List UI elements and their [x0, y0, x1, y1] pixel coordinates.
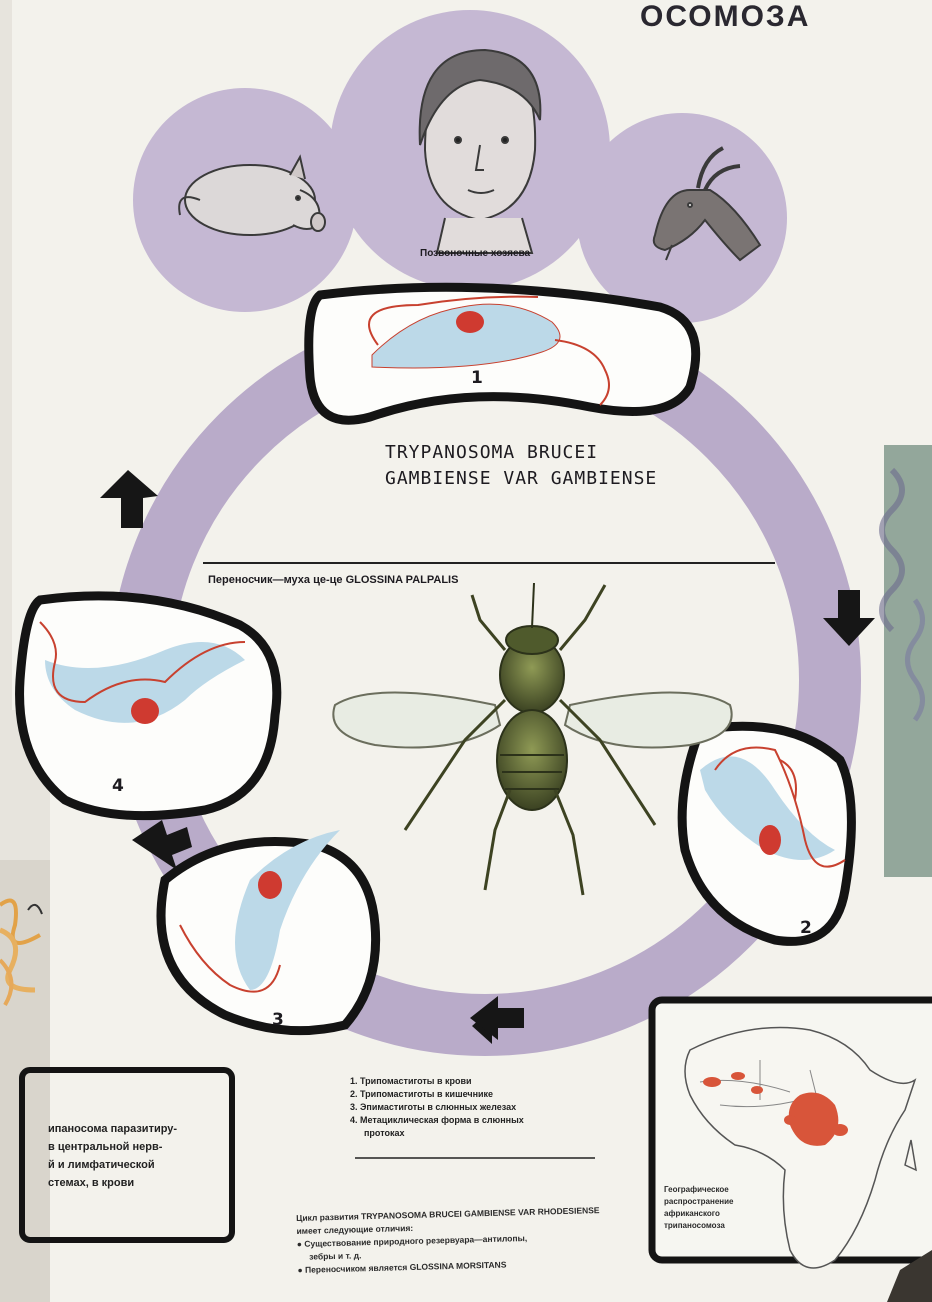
legend-item: 4. Метациклическая форма в слюнных	[350, 1114, 524, 1127]
legend-item: 1. Трипомастиготы в крови	[350, 1075, 524, 1088]
map-caption-line: Географическое	[664, 1184, 733, 1196]
stage-number-4: 4	[112, 776, 124, 796]
stage-number-3: 3	[272, 1010, 284, 1030]
note-line: стемах, в крови	[48, 1174, 177, 1192]
organism-name-line1: TRYPANOSOMA BRUCEI	[385, 442, 598, 463]
note-text: ипаносома паразитиру- в центральной нерв…	[48, 1120, 177, 1192]
stage-number-1: 1	[471, 368, 483, 388]
map-caption-line: трипаносомоза	[664, 1220, 733, 1232]
note-line: в центральной нерв-	[48, 1138, 177, 1156]
stage-1-cell	[309, 287, 696, 420]
legend-item: 2. Трипомастиготы в кишечнике	[350, 1088, 524, 1101]
organism-name-line2: GAMBIENSE VAR GAMBIENSE	[385, 468, 657, 489]
stage-4-cell	[20, 596, 277, 816]
legend-item: 3. Эпимастиготы в слюнных железах	[350, 1101, 524, 1114]
note-line: й и лимфатической	[48, 1156, 177, 1174]
map-caption-line: африканского	[664, 1208, 733, 1220]
poster-title: ОСОМОЗА	[640, 0, 810, 34]
rhodesiense-differences: Цикл развития TRYPANOSOMA BRUCEI GAMBIEN…	[296, 1204, 601, 1277]
stage-number-2: 2	[800, 918, 812, 938]
note-line: ипаносома паразитиру-	[48, 1120, 177, 1138]
map-caption: Географическое распространение африканск…	[664, 1184, 733, 1232]
vertebrate-hosts-label: Позвоночные хозяева	[420, 248, 530, 259]
map-caption-line: распространение	[664, 1196, 733, 1208]
legend-item: протоках	[350, 1127, 524, 1140]
vector-label: Переносчик—муха це-це GLOSSINA PALPALIS	[208, 574, 458, 586]
stage-legend: 1. Трипомастиготы в крови 2. Трипомастиг…	[350, 1075, 524, 1140]
